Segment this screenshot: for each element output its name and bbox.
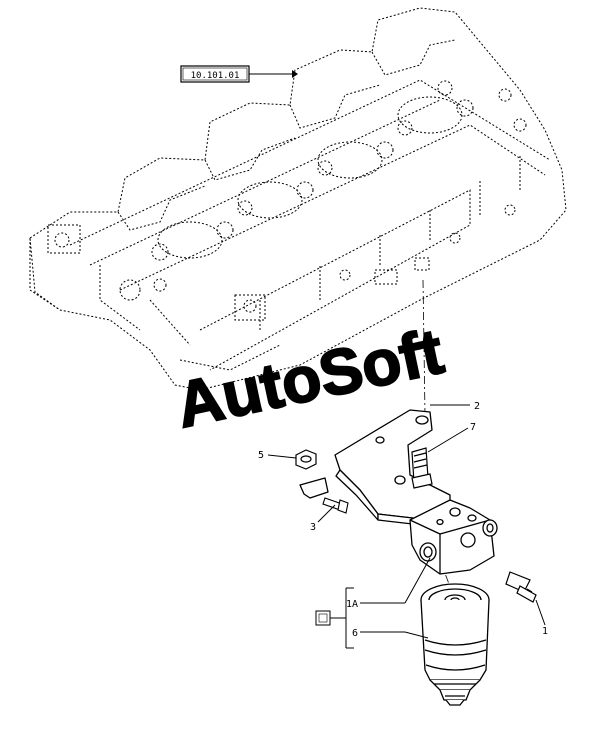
callout-1a: 1A — [346, 599, 358, 610]
reference-box-label: 10.101.01 — [191, 71, 240, 81]
callout-6: 6 — [352, 628, 358, 639]
mounting-axis-line — [422, 279, 426, 416]
small-screw — [322, 497, 349, 514]
filter-head — [409, 499, 498, 575]
cylinder-head-assembly — [29, 7, 567, 391]
callout-7: 7 — [470, 422, 476, 433]
kit-symbol-box — [315, 610, 331, 626]
hex-nut — [295, 449, 317, 470]
callout-2: 2 — [474, 401, 480, 412]
bolt-lower — [505, 571, 537, 603]
bolt-upper — [411, 447, 433, 489]
filter-cartridge — [420, 583, 490, 706]
callout-5: 5 — [258, 450, 264, 461]
reference-arrow-icon — [292, 70, 298, 78]
reference-box: 10.101.01 — [180, 65, 298, 83]
callout-3: 3 — [310, 522, 316, 533]
callouts — [267, 404, 546, 649]
callout-1: 1 — [542, 626, 548, 637]
callout-labels: 2 7 5 3 1 1A 6 — [258, 401, 548, 639]
